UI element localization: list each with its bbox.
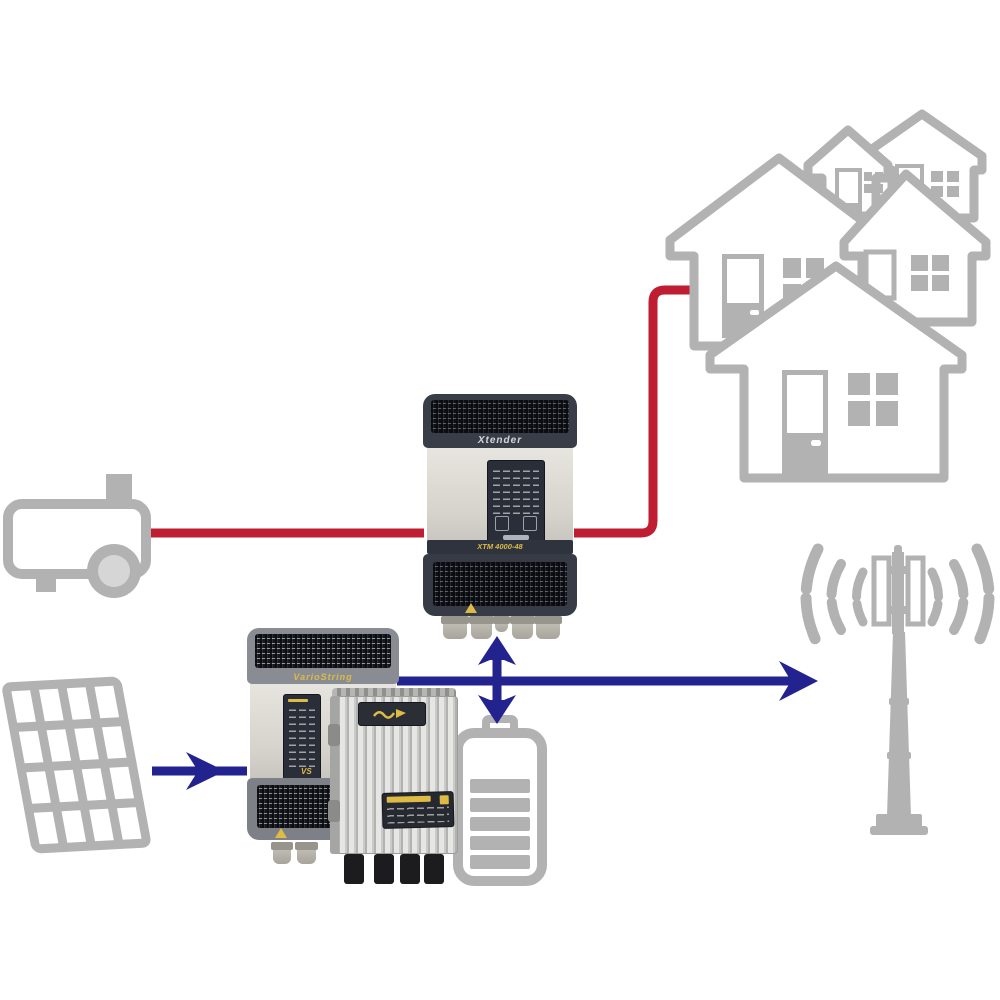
- cable-gland: [469, 616, 494, 639]
- house-door: [782, 370, 828, 478]
- studer-logo-icon: [503, 535, 529, 540]
- charger-display-panel: [283, 694, 321, 780]
- house-window: [864, 172, 883, 193]
- battery-charge-bars: [470, 779, 530, 869]
- house-window: [931, 171, 959, 197]
- inverter-bottom-cap: [423, 554, 577, 616]
- generator: [3, 474, 151, 598]
- inverter-display-panel: [487, 460, 545, 546]
- battery: [453, 715, 547, 886]
- inverter-brand-label: Xtender: [477, 435, 523, 446]
- charger-badge-label: VS: [301, 767, 312, 776]
- hinge-knuckle: [328, 800, 340, 822]
- pv-array: [2, 676, 151, 854]
- cable-gland: [295, 842, 318, 864]
- vent-grille: [255, 634, 391, 668]
- dc-connector: [424, 854, 444, 884]
- tower-mast: [870, 632, 928, 835]
- cable-gland: [493, 616, 510, 632]
- house-door: [722, 254, 764, 338]
- studer-logo-icon: [372, 709, 406, 719]
- house-big-front: [705, 261, 967, 483]
- radio-waves-icon: [800, 543, 995, 651]
- cable-gland: [534, 616, 562, 639]
- panel-icon-box: [495, 516, 509, 531]
- house-window: [911, 255, 949, 291]
- cable-gland: [441, 616, 469, 639]
- inverter-device: Xtender XTM 4000-48: [423, 394, 577, 640]
- dc-connector: [400, 854, 420, 884]
- charger-brand-label: VarioString: [293, 672, 353, 682]
- dc-connector: [344, 854, 364, 884]
- antenna-array: [871, 545, 926, 634]
- charger-top-cap: VarioString: [247, 628, 399, 684]
- dc-connector: [374, 854, 394, 884]
- telecom-tower: [800, 543, 995, 835]
- controller-logo-label: [358, 702, 426, 726]
- panel-icon-box: [523, 516, 537, 531]
- controller-spec-label: [381, 791, 455, 829]
- cable-gland: [271, 842, 293, 864]
- house-big-right: [839, 169, 991, 327]
- inverter-top-cap: Xtender: [423, 394, 577, 448]
- controller-hinge-rail: [330, 696, 339, 854]
- house-small-left: [803, 125, 893, 221]
- warning-triangle-icon: [275, 828, 287, 838]
- houses-group: [665, 109, 991, 483]
- controller-top-edge: [332, 688, 456, 698]
- warning-triangle-icon: [465, 603, 477, 613]
- charge-controller-device: [328, 688, 458, 892]
- vent-grille: [431, 400, 569, 433]
- house-window: [848, 373, 898, 426]
- dc-double-arrow-battery: [478, 636, 516, 724]
- dc-line-to-tower: [397, 661, 818, 701]
- hinge-knuckle: [328, 724, 340, 746]
- vent-grille: [433, 562, 567, 606]
- cable-gland: [510, 616, 535, 639]
- ac-line-inverter-to-houses: [574, 285, 700, 538]
- inverter-model-label: XTM 4000-48: [427, 540, 573, 554]
- generator-wheel: [87, 544, 141, 598]
- dc-arrow-pv-to-charger: [152, 752, 247, 790]
